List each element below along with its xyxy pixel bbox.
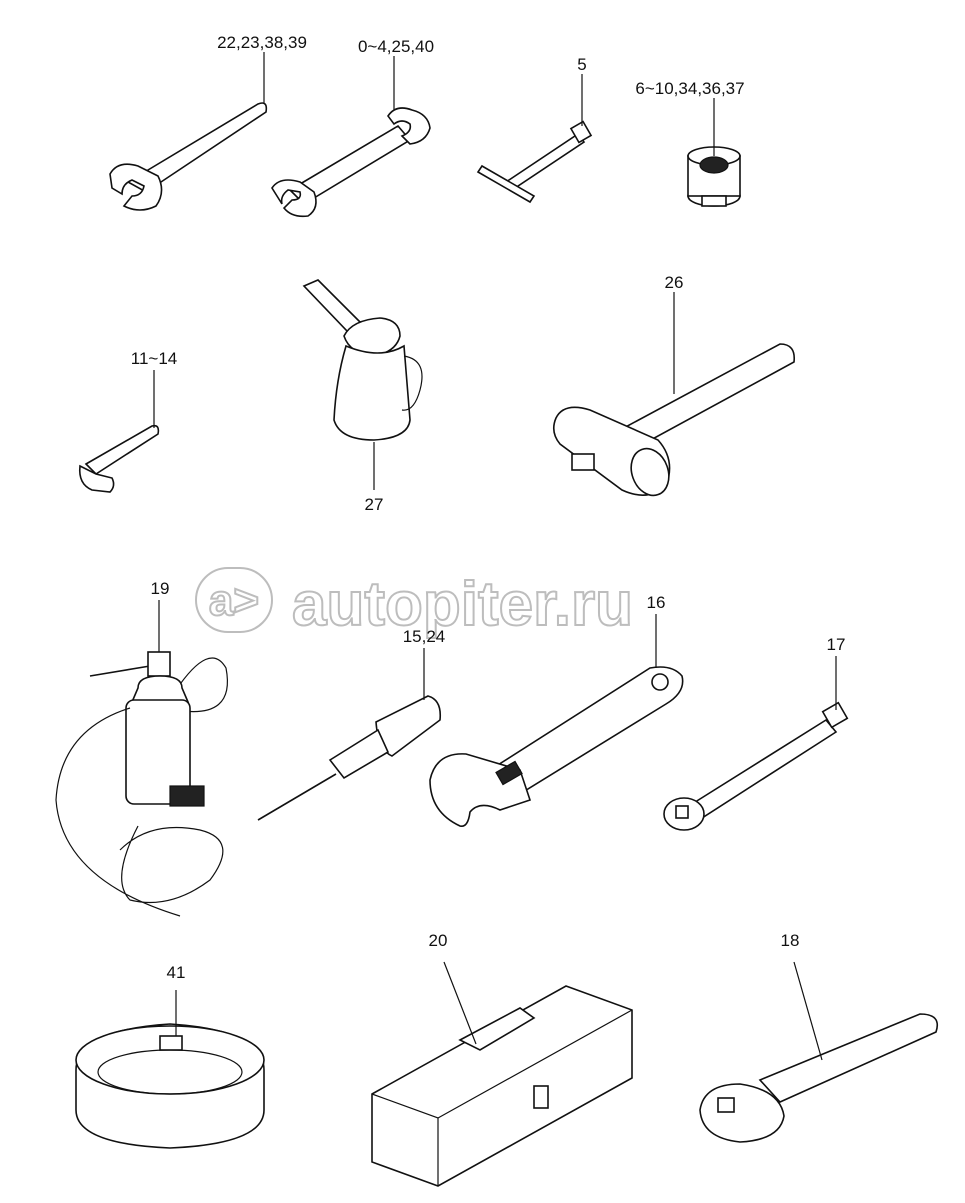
callout-label: 11~14 xyxy=(131,349,177,368)
watermark: a> autopiter.ru xyxy=(195,567,634,640)
callout-label: 26 xyxy=(665,273,684,292)
watermark-logo-text: a> xyxy=(209,576,259,625)
watermark-logo-icon xyxy=(195,567,273,633)
callout-label: 5 xyxy=(577,55,586,74)
open-end-wrench-a xyxy=(109,52,268,211)
adjustable-wrench xyxy=(429,614,684,828)
socket xyxy=(687,98,741,207)
callout-label: 41 xyxy=(167,963,186,982)
toolbox xyxy=(371,961,633,1187)
hammer xyxy=(552,292,796,497)
ratchet xyxy=(699,961,939,1143)
callout-label: 19 xyxy=(151,579,170,598)
callout-label: 0~4,25,40 xyxy=(358,37,434,56)
callout-label: 18 xyxy=(781,931,800,950)
extension-bar xyxy=(663,656,849,831)
screwdriver xyxy=(257,648,442,821)
callout-label: 22,23,38,39 xyxy=(217,33,307,52)
oil-can xyxy=(302,279,423,490)
sprayer xyxy=(55,600,228,917)
callout-label: 6~10,34,36,37 xyxy=(635,79,744,98)
callout-label: 20 xyxy=(429,931,448,950)
t-wrench xyxy=(476,74,593,204)
leader-line xyxy=(443,961,477,1045)
watermark-text: autopiter.ru xyxy=(292,570,633,639)
callout-label: 16 xyxy=(647,593,666,612)
leader-line xyxy=(793,961,823,1061)
hex-key xyxy=(78,370,160,493)
filter-wrench xyxy=(75,990,265,1149)
open-end-wrench-b xyxy=(271,56,431,218)
callout-label: 17 xyxy=(827,635,846,654)
callout-label: 15,24 xyxy=(403,627,446,646)
callout-label: 27 xyxy=(365,495,384,514)
